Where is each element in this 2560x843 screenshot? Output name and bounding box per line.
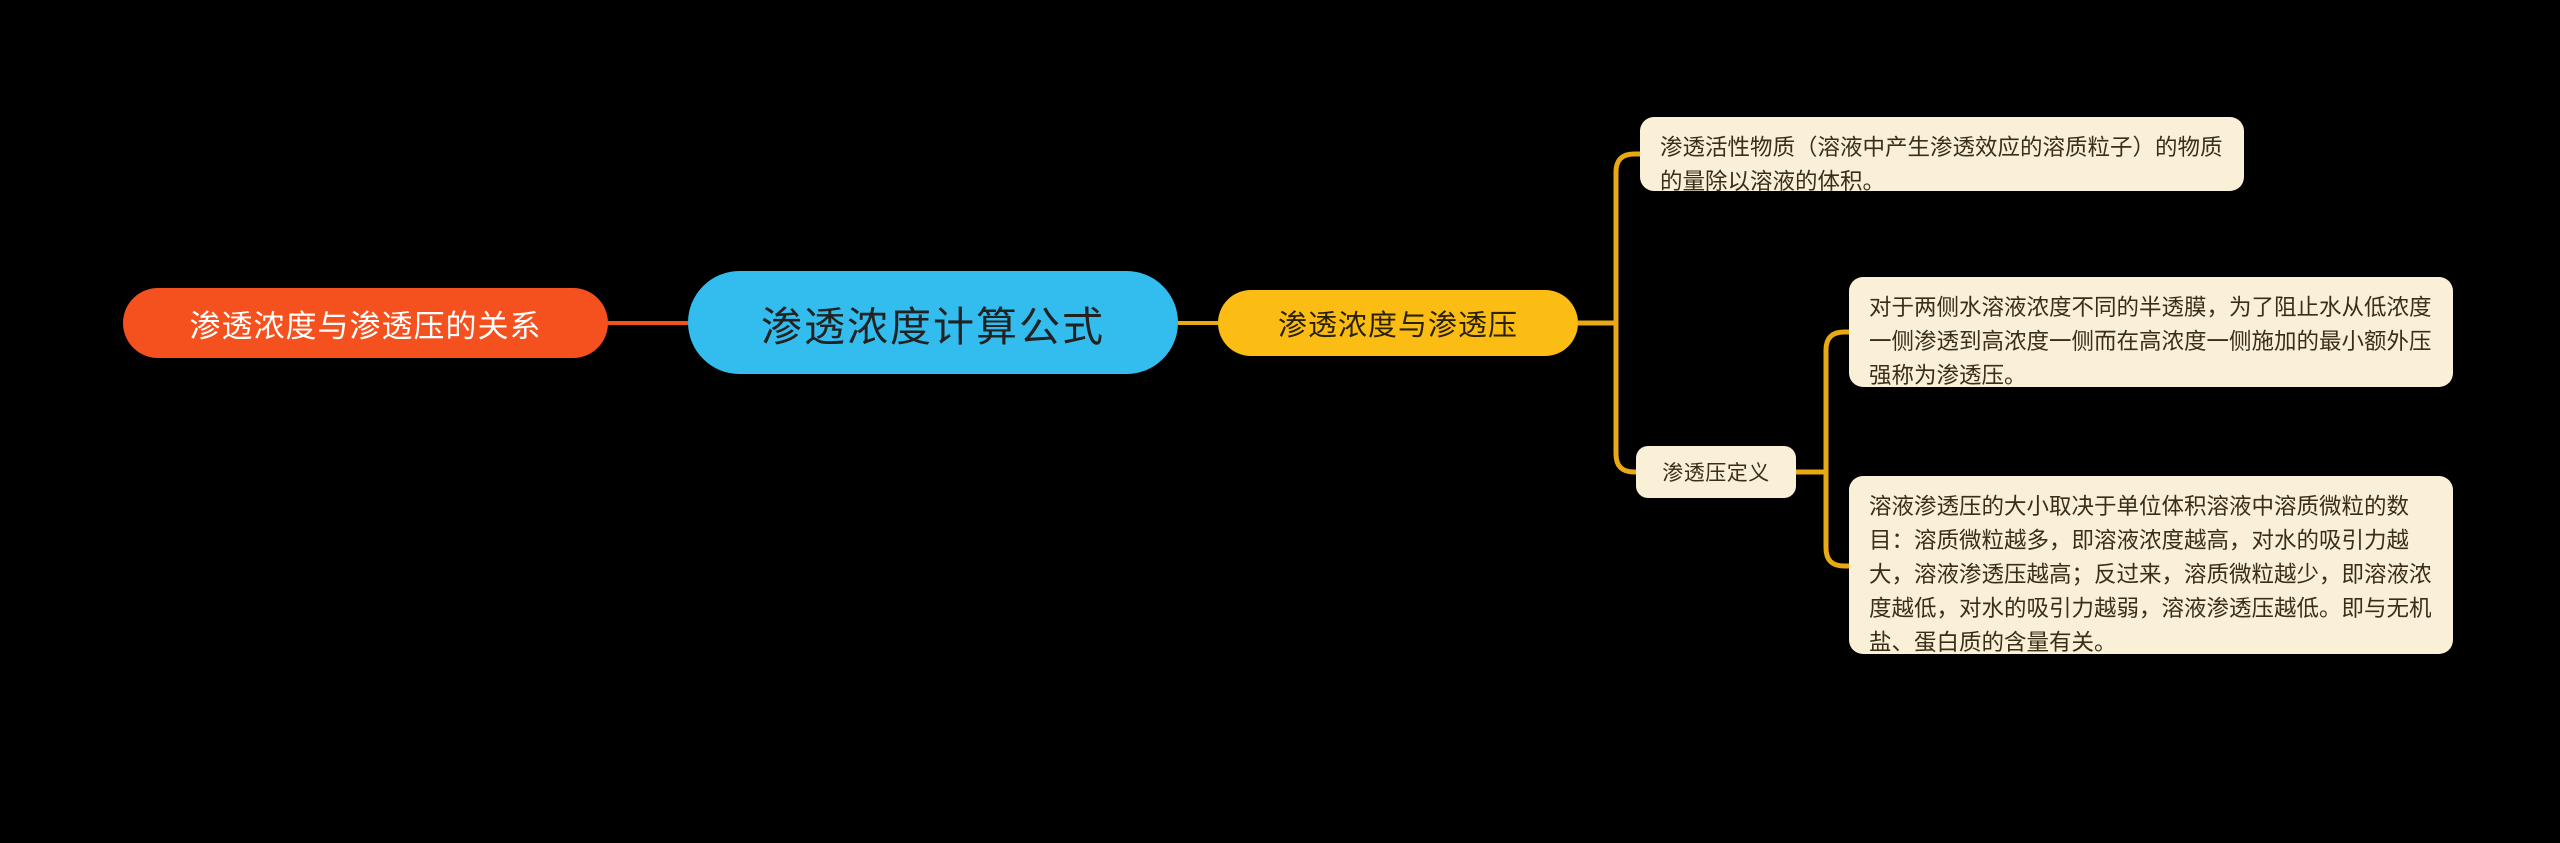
note-card-osmotic-pressure-definition[interactable]: 对于两侧水溶液浓度不同的半透膜，为了阻止水从低浓度一侧渗透到高浓度一侧而在高浓度…	[1849, 277, 2453, 389]
note-card-osmotic-pressure-magnitude[interactable]: 溶液渗透压的大小取决于单位体积溶液中溶质微粒的数目：溶质微粒越多，即溶液浓度越高…	[1849, 476, 2453, 656]
node-sub-label: 渗透浓度与渗透压	[1277, 308, 1518, 342]
link-chip-trunk-down	[1823, 469, 1852, 569]
link-chip-trunk-up	[1823, 329, 1852, 475]
node-sub-concentration-pressure[interactable]: 渗透浓度与渗透压	[1218, 290, 1578, 356]
node-chip-label: 渗透压定义	[1662, 461, 1770, 485]
node-root-label: 渗透浓度与渗透压的关系	[189, 308, 542, 345]
node-root[interactable]: 渗透浓度与渗透压的关系	[123, 288, 608, 358]
node-chip-pressure-definition[interactable]: 渗透压定义	[1636, 446, 1796, 498]
link-sub-trunk-down	[1613, 320, 1643, 475]
note-card-osmotic-active-substance[interactable]: 渗透活性物质（溶液中产生渗透效应的溶质粒子）的物质的量除以溶液的体积。	[1640, 117, 2244, 195]
node-topic-osmotic-formula[interactable]: 渗透浓度计算公式	[688, 271, 1178, 374]
link-sub-trunk-up	[1613, 151, 1643, 326]
node-topic-label: 渗透浓度计算公式	[761, 302, 1105, 351]
